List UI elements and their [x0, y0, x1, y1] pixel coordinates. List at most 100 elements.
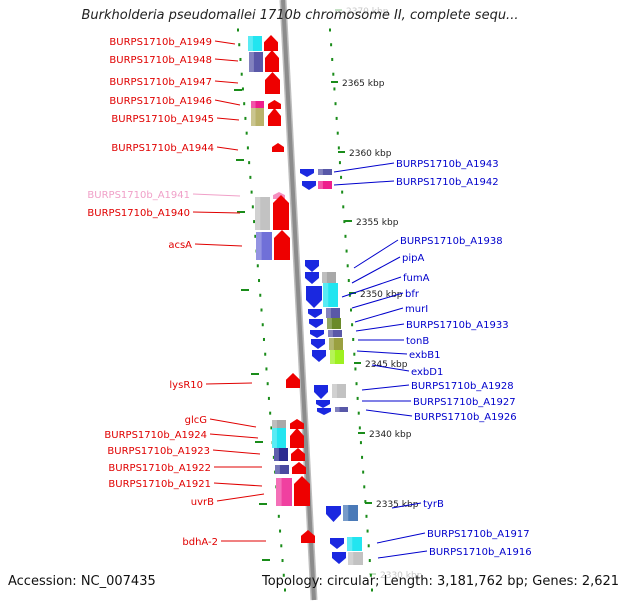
gene-arrow-reverse[interactable]: [309, 319, 323, 328]
track-dot: [342, 205, 345, 209]
gene-label-left[interactable]: BURPS1710b_A1944: [111, 143, 239, 154]
gene-feature-a1933[interactable]: [327, 318, 341, 329]
gene-arrow-forward[interactable]: [265, 50, 279, 72]
gene-feature-pipa[interactable]: [322, 272, 336, 283]
gene-feature-exbd1[interactable]: [330, 350, 344, 364]
gene-label-right[interactable]: fumA: [341, 273, 430, 298]
gene-arrow-bdha2[interactable]: [301, 530, 315, 543]
gene-arrow-exbb1[interactable]: [311, 339, 325, 349]
gene-label-right[interactable]: BURPS1710b_A1917: [376, 529, 530, 544]
gene-feature-a1928[interactable]: [332, 384, 346, 398]
gene-feature-a1943[interactable]: [318, 169, 332, 175]
gene-arrow-forward[interactable]: [264, 35, 278, 51]
gene-arrow-fuma[interactable]: [306, 286, 322, 308]
gene-feature-acsa[interactable]: [256, 232, 272, 260]
gene-label-text: murI: [405, 304, 428, 315]
track-dot: [277, 514, 280, 518]
gene-label-right[interactable]: murI: [354, 304, 428, 323]
gene-label-right[interactable]: BURPS1710b_A1926: [365, 409, 517, 423]
gene-label-left[interactable]: bdhA-2: [182, 537, 266, 548]
gene-arrow-a1938[interactable]: [305, 260, 319, 272]
gene-feature-a1942[interactable]: [318, 181, 332, 189]
gene-feature-glcg[interactable]: [272, 420, 286, 428]
gene-label-left[interactable]: BURPS1710b_A1941: [87, 190, 241, 201]
gene-arrow-a1917[interactable]: [330, 538, 344, 549]
gene-label-left[interactable]: BURPS1710b_A1948: [109, 55, 239, 66]
gene-feature-a1949[interactable]: [248, 36, 262, 51]
gene-label-left[interactable]: BURPS1710b_A1923: [107, 446, 261, 457]
gene-arrow-a1947[interactable]: [265, 72, 280, 94]
gene-label-text: fumA: [403, 273, 430, 284]
gene-feature-a1924[interactable]: [272, 428, 286, 448]
gene-label-left[interactable]: BURPS1710b_A1924: [104, 430, 259, 441]
gene-feature-a1948[interactable]: [249, 52, 263, 72]
gene-label-right[interactable]: BURPS1710b_A1916: [377, 547, 532, 559]
gene-arrow-reverse[interactable]: [332, 552, 346, 564]
gene-arrow-a1927[interactable]: [316, 400, 330, 408]
gene-label-left[interactable]: BURPS1710b_A1949: [109, 37, 236, 48]
gene-label-left[interactable]: glcG: [185, 415, 257, 428]
gene-label-right[interactable]: bfr: [351, 289, 420, 309]
gene-label-right[interactable]: BURPS1710b_A1943: [333, 159, 499, 173]
gene-arrow-tyrb[interactable]: [326, 506, 341, 522]
track-dot: [281, 559, 284, 563]
gene-label-left[interactable]: BURPS1710b_A1921: [108, 479, 263, 490]
gene-arrow-a1944[interactable]: [272, 143, 284, 152]
gene-feature-murl[interactable]: [326, 308, 340, 318]
gene-arrow-forward[interactable]: [273, 195, 289, 230]
gene-arrow-forward[interactable]: [290, 419, 304, 429]
gene-feature-exbb1[interactable]: [329, 338, 343, 350]
gene-label-left[interactable]: acsA: [168, 240, 243, 251]
gene-feature-tonb[interactable]: [328, 330, 342, 337]
gene-label-right[interactable]: BURPS1710b_A1933: [355, 320, 509, 332]
gene-feature-a1940[interactable]: [255, 197, 270, 230]
gene-label-left[interactable]: BURPS1710b_A1945: [111, 114, 240, 125]
gene-feature-a1922[interactable]: [275, 465, 289, 474]
gene-feature-a1921[interactable]: [276, 478, 292, 506]
gene-arrow-tonb[interactable]: [310, 330, 324, 338]
gene-feature-a1926[interactable]: [335, 407, 348, 412]
gene-feature-a1923[interactable]: [274, 448, 288, 461]
gene-arrow-forward[interactable]: [291, 448, 305, 461]
gene-label-right[interactable]: BURPS1710b_A1927: [362, 397, 516, 408]
gene-label-right[interactable]: tyrB: [391, 499, 444, 510]
gene-arrow-a1926[interactable]: [317, 408, 331, 415]
gene-arrow-forward[interactable]: [292, 462, 306, 474]
track-dot: [346, 264, 349, 268]
gene-arrow-forward[interactable]: [274, 230, 290, 260]
gene-label-left[interactable]: uvrB: [191, 493, 265, 508]
gene-feature-a1945[interactable]: [251, 108, 264, 126]
gene-label-right[interactable]: BURPS1710b_A1942: [333, 177, 499, 188]
gene-arrow-muri[interactable]: [308, 309, 322, 318]
gene-label-right[interactable]: BURPS1710b_A1928: [361, 381, 514, 392]
gene-arrow-forward[interactable]: [290, 428, 304, 448]
gene-label-left[interactable]: BURPS1710b_A1947: [109, 77, 239, 88]
gene-arrow-a1943[interactable]: [300, 169, 314, 177]
track-dot: [334, 102, 337, 106]
track-dot: [330, 43, 333, 47]
gene-label-left[interactable]: BURPS1710b_A1940: [87, 208, 241, 219]
gene-label-right[interactable]: exbD1: [371, 364, 443, 378]
gene-feature-a1917[interactable]: [347, 537, 362, 551]
gene-arrow-forward[interactable]: [268, 100, 281, 109]
gene-feature-a1946[interactable]: [251, 101, 264, 108]
gene-feature-fuma[interactable]: [323, 283, 338, 307]
gene-arrow-a1942[interactable]: [302, 181, 316, 190]
gene-label-text: tonB: [406, 336, 429, 347]
gene-arrow-forward[interactable]: [268, 108, 281, 126]
gene-label-right[interactable]: BURPS1710b_A1938: [353, 236, 503, 269]
track-dot: [240, 72, 243, 76]
gene-arrow-forward[interactable]: [294, 476, 310, 506]
gene-feature-a1916[interactable]: [348, 552, 363, 565]
gene-label-right[interactable]: pipA: [351, 253, 424, 284]
gene-label-right[interactable]: tonB: [358, 336, 429, 347]
gene-arrow-reverse[interactable]: [305, 272, 319, 284]
gene-arrow-lysr10[interactable]: [286, 373, 300, 388]
gene-label-left[interactable]: BURPS1710b_A1922: [108, 463, 262, 474]
gene-feature-tyrb[interactable]: [343, 505, 358, 521]
gene-label-right[interactable]: exbB1: [356, 350, 440, 361]
gene-arrow-a1928[interactable]: [314, 385, 328, 399]
gene-label-left[interactable]: lysR10: [169, 380, 253, 391]
gene-label-left[interactable]: BURPS1710b_A1946: [109, 96, 241, 107]
gene-arrow-exbd1[interactable]: [312, 350, 326, 362]
